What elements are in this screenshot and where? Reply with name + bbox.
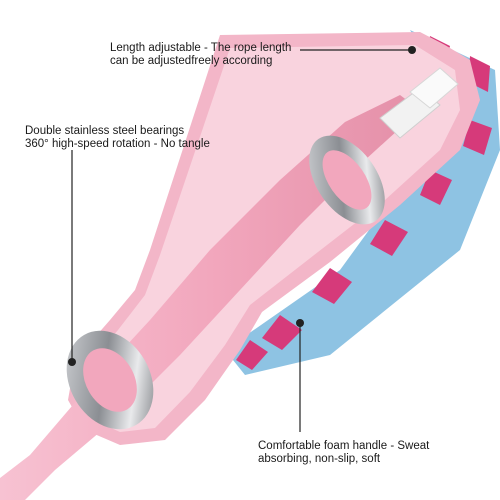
upper-bearing bbox=[309, 135, 385, 225]
callout-bearings-line2: 360° high-speed rotation - No tangle bbox=[25, 138, 210, 150]
callout-length-adjustable: Length adjustable - The rope length can … bbox=[110, 42, 291, 68]
callout-bearings-line1: Double stainless steel bearings bbox=[25, 125, 185, 137]
callout-handle-line2: absorbing, non-slip, soft bbox=[258, 453, 381, 465]
callout-handle-line1: Comfortable foam handle - Sweat bbox=[258, 440, 430, 452]
callout-dot-icon bbox=[68, 358, 76, 366]
callout-length-line1: Length adjustable - The rope length bbox=[110, 42, 292, 54]
callout-dot-icon bbox=[296, 319, 304, 327]
callout-foam-handle: Comfortable foam handle - Sweat absorbin… bbox=[258, 440, 429, 466]
lower-bearing bbox=[66, 330, 154, 430]
callout-dot-icon bbox=[408, 46, 416, 54]
length-adjuster-plug bbox=[379, 67, 459, 139]
callout-bearings: Double stainless steel bearings 360° hig… bbox=[25, 125, 210, 151]
callout-length-line2: can be adjustedfreely according bbox=[110, 55, 273, 67]
grip-magenta-bands bbox=[236, 36, 492, 370]
